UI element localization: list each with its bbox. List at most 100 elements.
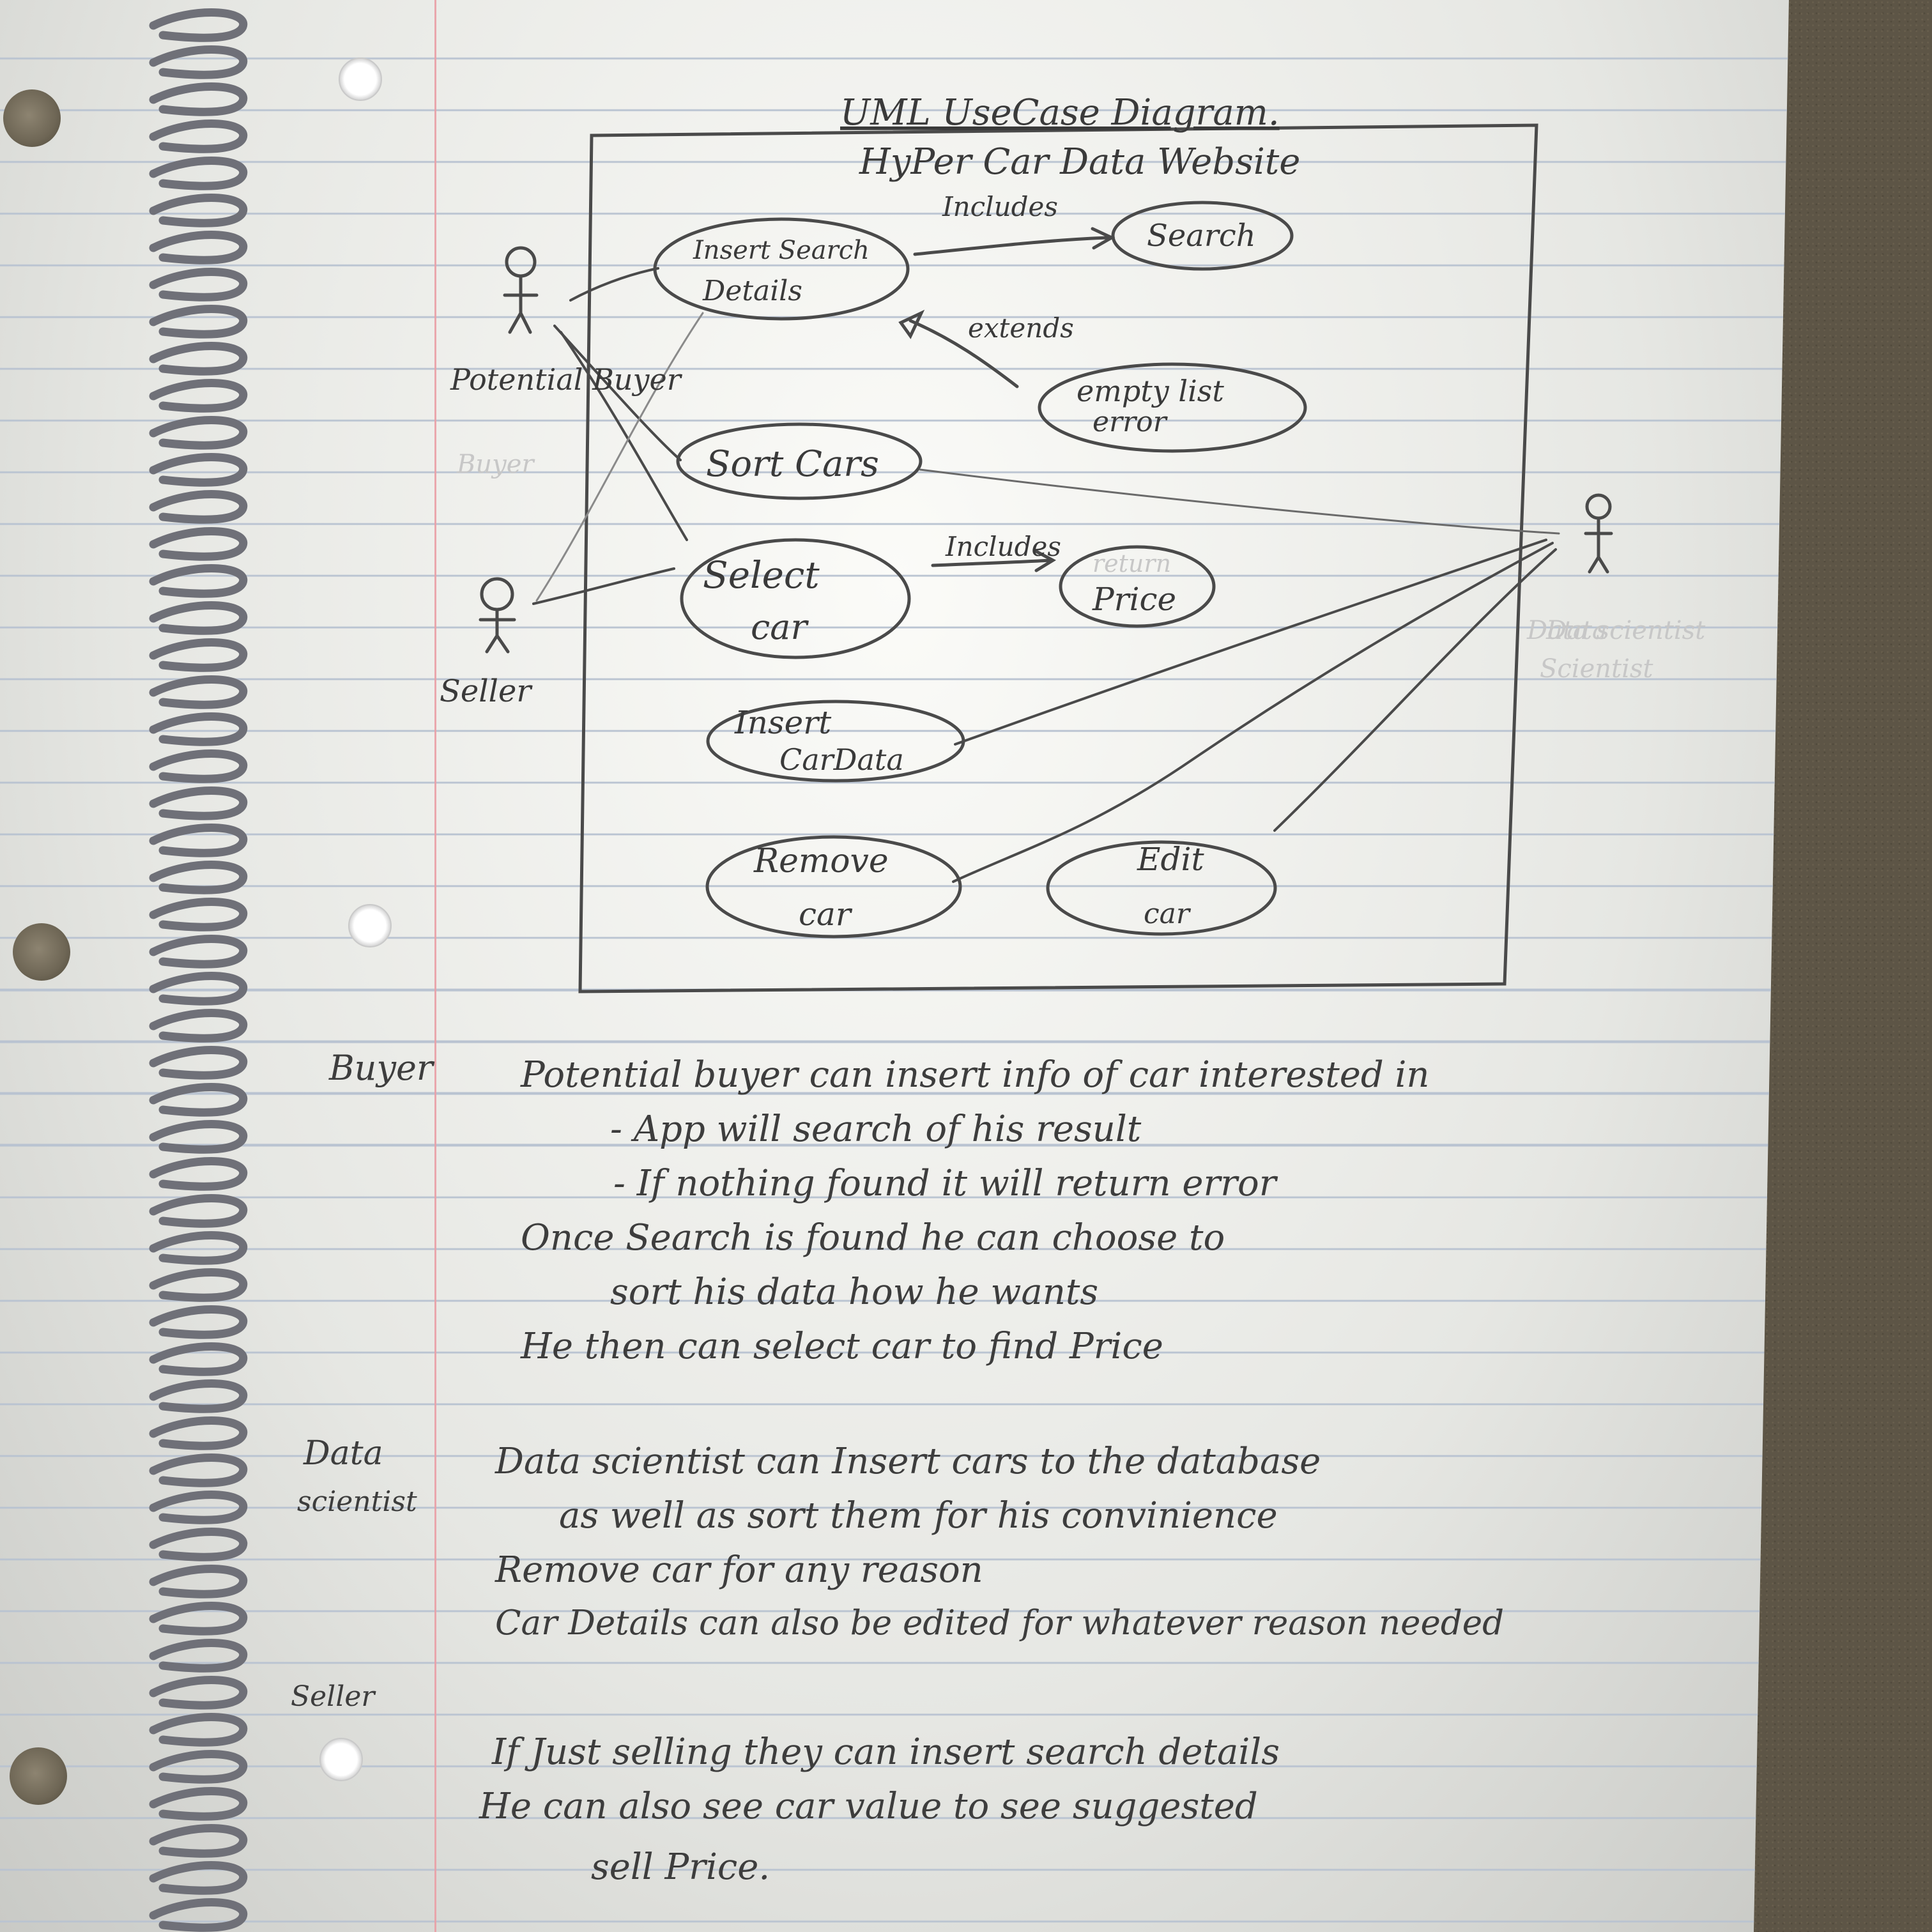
coil-loop [149, 268, 248, 302]
notes-data-scientist-label-2: scientist [297, 1485, 417, 1518]
actor-seller [479, 577, 516, 654]
coil-loop [149, 1416, 248, 1450]
paper-hole-bottom [319, 1738, 363, 1781]
notes-data-scientist-line-1: Data scientist can Insert cars to the da… [495, 1441, 1321, 1482]
paper-hole-top [339, 57, 382, 101]
coil-loop [149, 1305, 248, 1339]
coil-loop [149, 119, 248, 153]
notes-buyer-line-6: He then can select car to find Price [521, 1326, 1163, 1367]
coil-loop [149, 1046, 248, 1080]
notes-buyer-line-1: Potential buyer can insert info of car i… [521, 1054, 1430, 1096]
coil-loop [149, 1453, 248, 1487]
coil-loop [149, 1861, 248, 1895]
coil-loop [149, 416, 248, 450]
notes-buyer-line-5: sort his data how he wants [610, 1271, 1099, 1313]
includes-arrow-price [931, 549, 1057, 572]
extends-arrow-error [898, 309, 1019, 388]
coil-loop [149, 194, 248, 227]
notes-seller-line-2: He can also see car value to see suggest… [479, 1786, 1258, 1827]
use-case-edit-car-line1: Edit [1137, 841, 1204, 878]
use-case-sort-cars [676, 422, 923, 500]
coil-loop [149, 935, 248, 969]
system-boundary [578, 123, 1538, 993]
notes-data-scientist-line-3: Remove car for any reason [495, 1549, 983, 1591]
coil-loop [149, 1009, 248, 1043]
notes-data-scientist-line-4: Car Details can also be edited for whate… [495, 1604, 1505, 1643]
faint-mark-buyer: Buyer [456, 450, 535, 479]
coil-loop [149, 564, 248, 598]
actor-seller-label: Seller [440, 673, 533, 709]
includes-label-search: Includes [942, 191, 1058, 222]
faint-mark-data: Data [1545, 616, 1607, 645]
use-case-remove-car-line2: car [799, 896, 853, 933]
coil-loop [149, 1639, 248, 1673]
use-case-empty-list-error-line1: empty list [1077, 374, 1224, 408]
coil-loop [149, 379, 248, 413]
notes-buyer-line-3: - If nothing found it will return error [613, 1163, 1276, 1204]
coil-loop [149, 972, 248, 1006]
coil-loop [149, 1898, 248, 1932]
actor-data-scientist-label: Data scientist [1526, 616, 1706, 645]
punched-hole-bottom [10, 1747, 67, 1805]
coil-loop [149, 601, 248, 635]
coil-loop [149, 1565, 248, 1598]
coil-loop [149, 82, 248, 116]
notes-data-scientist-label-1: Data [303, 1434, 383, 1473]
coil-loop [149, 453, 248, 487]
coil-loop [149, 157, 248, 190]
coil-loop [149, 490, 248, 524]
notes-seller-line-1: If Just selling they can insert search d… [492, 1731, 1280, 1773]
coil-loop [149, 749, 248, 783]
use-case-select-car-line2: car [751, 607, 809, 647]
associations [532, 267, 1560, 883]
coil-loop [149, 1750, 248, 1784]
use-case-empty-list-error [1038, 362, 1307, 453]
coil-loop [149, 786, 248, 820]
use-case-sort-cars-label: Sort Cars [706, 443, 879, 485]
coil-loop [149, 1120, 248, 1154]
coil-loop [149, 861, 248, 894]
actor-potential-buyer-label: Potential Buyer [450, 362, 683, 397]
use-case-insert-search-details-line2: Details [702, 275, 802, 307]
use-case-empty-list-error-line2: error [1092, 406, 1169, 438]
use-case-select-car [680, 538, 911, 659]
spiral-binding [149, 8, 248, 1932]
extends-label-error: extends [968, 312, 1074, 344]
coil-loop [149, 231, 248, 264]
use-case-return-price-line1: return [1092, 549, 1171, 578]
use-case-search-label: Search [1147, 218, 1256, 254]
punched-hole-middle [13, 923, 70, 981]
use-case-insert-search-details-line1: Insert Search [693, 236, 870, 265]
use-case-edit-car [1046, 840, 1277, 936]
coil-loop [149, 1491, 248, 1524]
actor-data-scientist [1584, 493, 1613, 574]
use-case-return-price-line2: Price [1092, 581, 1176, 618]
diagram-title: UML UseCase Diagram. [840, 92, 1280, 134]
faint-mark-scientist: Scientist [1540, 654, 1653, 684]
paper-hole-middle [348, 904, 392, 947]
coil-loop [149, 1713, 248, 1747]
actor-potential-buyer [503, 246, 539, 334]
notes-buyer-line-2: - App will search of his result [610, 1108, 1142, 1150]
includes-arrow-search [913, 227, 1116, 256]
use-case-insert-car-data-line1: Insert [734, 704, 832, 741]
notes-buyer-label: Buyer [329, 1048, 433, 1088]
coil-loop [149, 1194, 248, 1228]
coil-loop [149, 305, 248, 339]
coil-loop [149, 638, 248, 672]
margin-line [434, 0, 436, 1932]
coil-loop [149, 1268, 248, 1302]
coil-loop [149, 824, 248, 857]
use-case-remove-car-line1: Remove [753, 842, 889, 880]
use-case-edit-car-line2: car [1144, 898, 1192, 930]
system-name: HyPer Car Data Website [859, 141, 1300, 183]
punched-hole-top [3, 89, 61, 147]
coil-loop [149, 1824, 248, 1858]
coil-loop [149, 1157, 248, 1191]
use-case-return-price [1059, 545, 1216, 628]
coil-loop [149, 1676, 248, 1710]
coil-loop [149, 342, 248, 376]
coil-loop [149, 712, 248, 746]
notebook-page [0, 0, 1789, 1932]
